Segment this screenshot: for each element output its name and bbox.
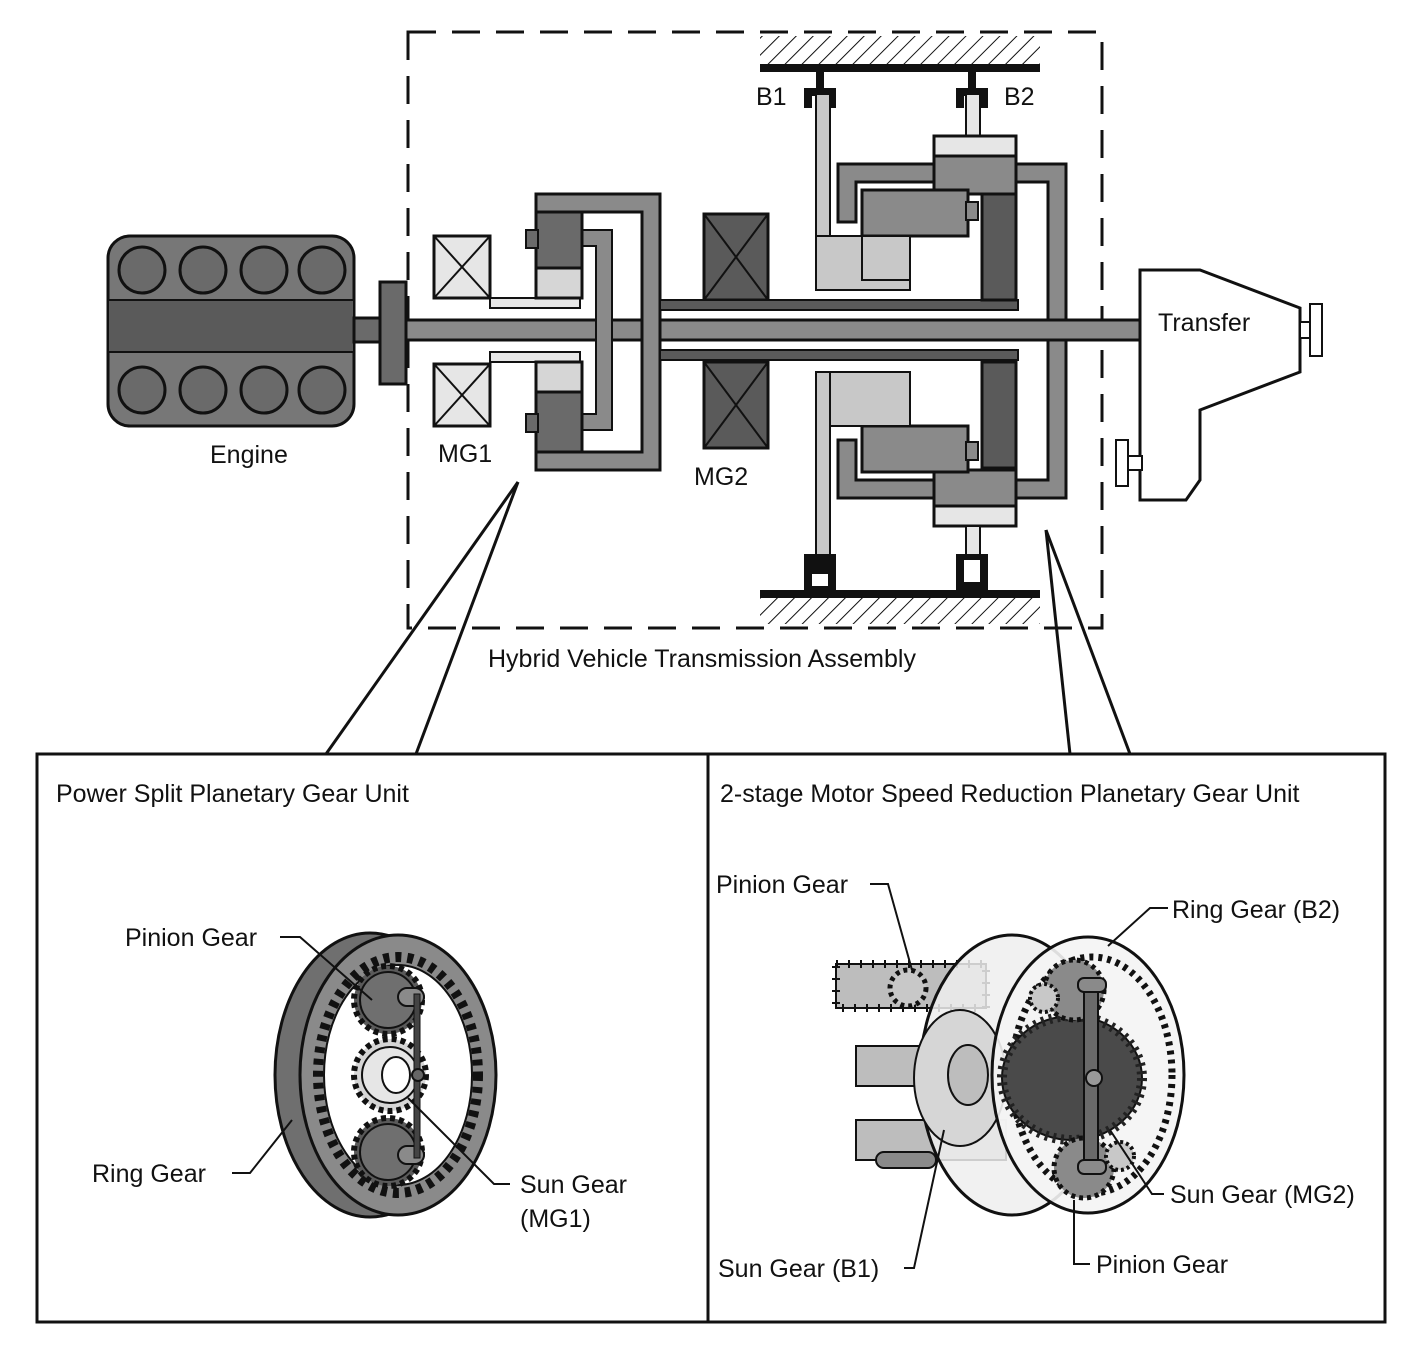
right-sun-b1-leader xyxy=(904,1129,945,1269)
b1-label: B1 xyxy=(756,83,787,111)
housing-top xyxy=(760,36,1040,72)
housing-bottom xyxy=(760,590,1040,624)
left-sun-label-1: Sun Gear xyxy=(520,1171,627,1199)
panel-reduction xyxy=(706,752,1387,1324)
transfer-label: Transfer xyxy=(1158,309,1250,337)
engine-label: Engine xyxy=(210,441,288,469)
left-pinion-leader xyxy=(280,936,373,1001)
right-sun-mg2-leader xyxy=(1109,1129,1164,1195)
reduction-schematic-top xyxy=(815,134,1068,322)
right-sun-mg2-label: Sun Gear (MG2) xyxy=(1170,1181,1355,1209)
mg1-stator xyxy=(432,234,492,428)
right-pinion-top-leader xyxy=(870,883,913,971)
brake-b2-top xyxy=(956,72,988,137)
transfer-case xyxy=(1115,268,1323,502)
power-split-title: Power Split Planetary Gear Unit xyxy=(56,780,409,808)
left-sun-leader xyxy=(407,1097,510,1185)
right-ring-label: Ring Gear (B2) xyxy=(1172,896,1340,924)
mg1-label: MG1 xyxy=(438,440,492,468)
right-ring-leader xyxy=(1107,907,1168,947)
reduction-title: 2-stage Motor Speed Reduction Planetary … xyxy=(720,780,1300,808)
reduction-schematic-bottom xyxy=(804,338,1068,590)
sun-gear-mg1 xyxy=(351,1036,429,1114)
right-sun-b1-label: Sun Gear (B1) xyxy=(718,1255,879,1283)
right-pinion-top-label: Pinion Gear xyxy=(716,871,848,899)
power-split-gear-illustration xyxy=(273,931,498,1219)
callout-lines xyxy=(324,481,1132,755)
power-split-schematic xyxy=(489,192,662,472)
left-ring-label: Ring Gear xyxy=(92,1160,206,1188)
main-shaft xyxy=(404,318,1143,342)
right-pinion-bottom-leader xyxy=(1073,1200,1090,1265)
engine xyxy=(106,234,356,428)
left-sun-label-2: (MG1) xyxy=(520,1205,591,1233)
b2-label: B2 xyxy=(1004,83,1035,111)
mg2-label: MG2 xyxy=(694,463,748,491)
left-ring-leader xyxy=(232,1119,293,1174)
left-pinion-label: Pinion Gear xyxy=(125,924,257,952)
assembly-label: Hybrid Vehicle Transmission Assembly xyxy=(488,645,916,673)
pinion-gear-bottom xyxy=(351,1115,425,1189)
mg2-stator xyxy=(702,212,770,450)
right-pinion-bottom-label: Pinion Gear xyxy=(1096,1251,1228,1279)
reduction-gear-illustration xyxy=(832,933,1186,1217)
damper xyxy=(352,316,382,344)
